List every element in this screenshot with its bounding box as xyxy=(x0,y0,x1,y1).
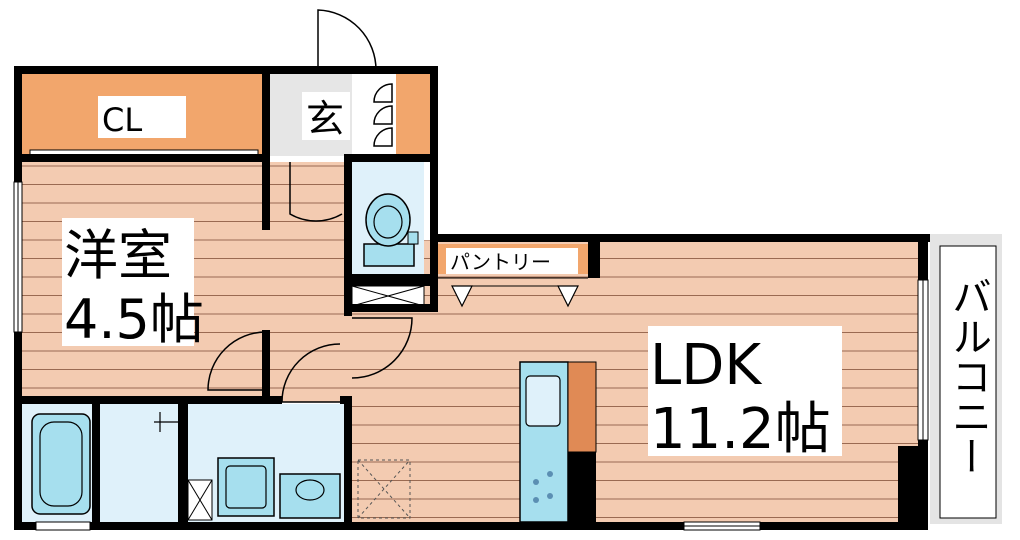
ldk-size: 11.2帖 xyxy=(650,397,831,462)
washbasin-icon xyxy=(217,457,275,517)
western-room-name: 洋室 xyxy=(64,224,172,287)
pantry-label: パントリー xyxy=(450,250,551,274)
hallway-floor xyxy=(266,162,346,402)
toilet-icon xyxy=(363,193,419,267)
door-swings xyxy=(207,162,413,403)
floor-storage-hatch xyxy=(357,459,411,519)
kitchen-backsplash xyxy=(567,361,597,453)
entrance-label: 玄 xyxy=(306,97,344,141)
balcony-label: バルコニー xyxy=(945,276,991,476)
front-door-swing xyxy=(317,9,377,72)
stove-icon xyxy=(533,471,553,503)
bathtub-icon xyxy=(31,413,91,515)
kitchen-sink xyxy=(525,375,561,427)
kitchen-wall xyxy=(568,452,596,522)
closet-label: CL xyxy=(102,101,142,139)
western-room-size: 4.5帖 xyxy=(64,288,204,351)
washing-machine-icon xyxy=(279,473,341,519)
bath-window xyxy=(35,521,91,531)
ldk-name: LDK xyxy=(650,333,762,398)
shoe-cabinet xyxy=(396,74,432,154)
